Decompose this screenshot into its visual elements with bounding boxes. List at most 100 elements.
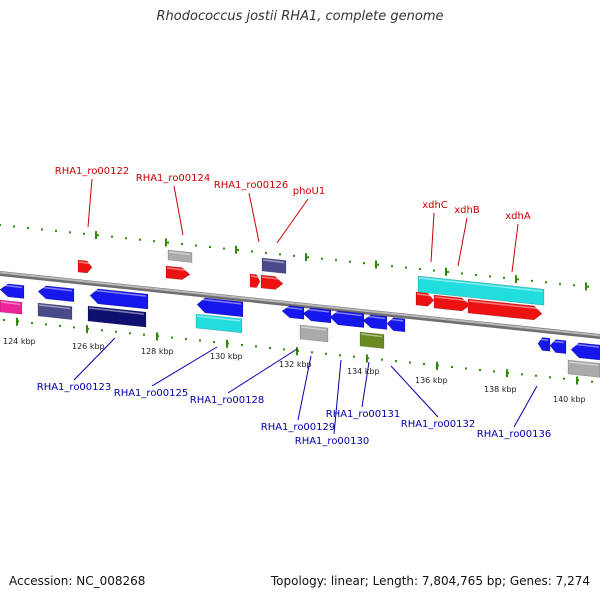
gene-ro00123 <box>87 305 147 328</box>
tick-dot <box>283 348 285 351</box>
label-ro00131-label: RHA1_ro00131 <box>326 409 401 420</box>
tick-dot <box>517 278 519 281</box>
tick-dot <box>255 345 257 348</box>
tick-dot <box>181 243 183 246</box>
backbone <box>0 271 600 339</box>
tick-dot <box>129 332 131 335</box>
tick-dot <box>139 238 141 241</box>
tick-dot <box>55 229 57 232</box>
gene-magenta <box>0 299 23 315</box>
gene-small-red <box>249 273 261 289</box>
tick-dot <box>59 324 61 327</box>
scale-label: 134 kbp <box>347 367 380 376</box>
gene-highlight <box>568 361 599 367</box>
tick-dot <box>503 276 505 279</box>
gene-blue-i <box>549 339 567 355</box>
tick-dot <box>349 260 351 263</box>
label-ro00126-label: RHA1_ro00126 <box>214 180 289 191</box>
label-ro00132-leader <box>390 365 439 418</box>
gene-blue-a <box>37 285 75 303</box>
label-phoU1-label: phoU1 <box>293 186 326 197</box>
tick-dot <box>465 367 467 370</box>
gene-highlight <box>168 251 191 256</box>
tick-dot <box>115 330 117 333</box>
gene-ro00128 <box>281 305 305 320</box>
gene-blue-g <box>386 317 406 333</box>
gene-ro00136 <box>570 342 600 361</box>
tick-dot <box>549 376 551 379</box>
bottom-dotted-line <box>3 317 593 385</box>
label-xdhC-label: xdhC <box>422 200 448 211</box>
gene-ro00131 <box>359 331 385 349</box>
tick-dot <box>451 366 453 369</box>
gene-ro00129 <box>299 324 329 343</box>
label-ro00122-label: RHA1_ro00122 <box>55 166 130 177</box>
gene-blue-c <box>196 297 244 318</box>
bottom-callouts: RHA1_ro00123RHA1_ro00125RHA1_ro00128RHA1… <box>37 337 551 447</box>
tick-dot <box>185 338 187 341</box>
tick-dot <box>209 246 211 249</box>
tick-dot <box>143 333 145 336</box>
tick-dot <box>559 282 561 285</box>
tick-dot <box>293 254 295 257</box>
label-ro00123-leader <box>73 337 116 381</box>
tick-dot <box>423 363 425 366</box>
tick-dot <box>223 247 225 250</box>
gene-phoU1 <box>260 274 284 290</box>
gene-highlight <box>303 308 330 313</box>
scale-label: 138 kbp <box>484 385 517 394</box>
scale-label: 124 kbp <box>3 337 36 346</box>
gene-highlight <box>282 306 303 311</box>
tick-dot <box>97 234 99 237</box>
tick-dot <box>251 250 253 253</box>
gene-highlight <box>262 259 285 264</box>
label-ro00125-leader <box>151 346 218 387</box>
tick-dot <box>0 224 1 226</box>
label-xdhC-leader <box>430 212 435 263</box>
tick-dot <box>307 256 309 259</box>
gene-highlight <box>0 301 21 306</box>
gene-blue-left <box>0 283 25 299</box>
label-ro00123-label: RHA1_ro00123 <box>37 382 112 393</box>
label-ro00125-label: RHA1_ro00125 <box>114 388 189 399</box>
gene-highlight <box>88 307 145 315</box>
tick-dot <box>591 380 593 383</box>
gene-highlight <box>197 298 242 305</box>
gene-highlight <box>434 296 469 302</box>
gene-highlight <box>550 340 565 344</box>
label-ro00124-label: RHA1_ro00124 <box>136 173 211 184</box>
gene-xdhA <box>467 298 543 321</box>
gene-highlight <box>90 289 147 297</box>
gene-ro00126 <box>261 257 287 274</box>
tick-dot <box>433 269 435 272</box>
gene-slate-a <box>37 302 73 320</box>
gene-highlight <box>418 277 543 292</box>
scale-label: 136 kbp <box>415 376 448 385</box>
tick-dot <box>419 268 421 271</box>
tick-dot <box>101 329 103 332</box>
label-ro00129-label: RHA1_ro00129 <box>261 422 336 433</box>
gene-highlight <box>360 333 383 338</box>
tick-dot <box>111 235 113 238</box>
genome-title: Rhodococcus jostii RHA1, complete genome <box>156 9 444 24</box>
gene-highlight <box>571 343 600 348</box>
tick-dot <box>241 343 243 346</box>
accession-text: Accession: NC_008268 <box>9 574 146 588</box>
scale-label: 132 kbp <box>279 360 312 369</box>
label-ro00131-leader <box>361 361 370 408</box>
tick-dot <box>73 326 75 329</box>
tick-dot <box>381 358 383 361</box>
tick-dot <box>41 228 43 231</box>
label-ro00130-label: RHA1_ro00130 <box>295 436 370 447</box>
tick-dot <box>279 253 281 256</box>
top-dotted-line <box>0 224 589 291</box>
genes <box>0 249 600 378</box>
gene-highlight <box>38 286 73 292</box>
tick-dot <box>27 226 29 229</box>
gene-blue-d <box>302 307 332 324</box>
tick-dot <box>363 262 365 265</box>
tick-dot <box>213 341 215 344</box>
